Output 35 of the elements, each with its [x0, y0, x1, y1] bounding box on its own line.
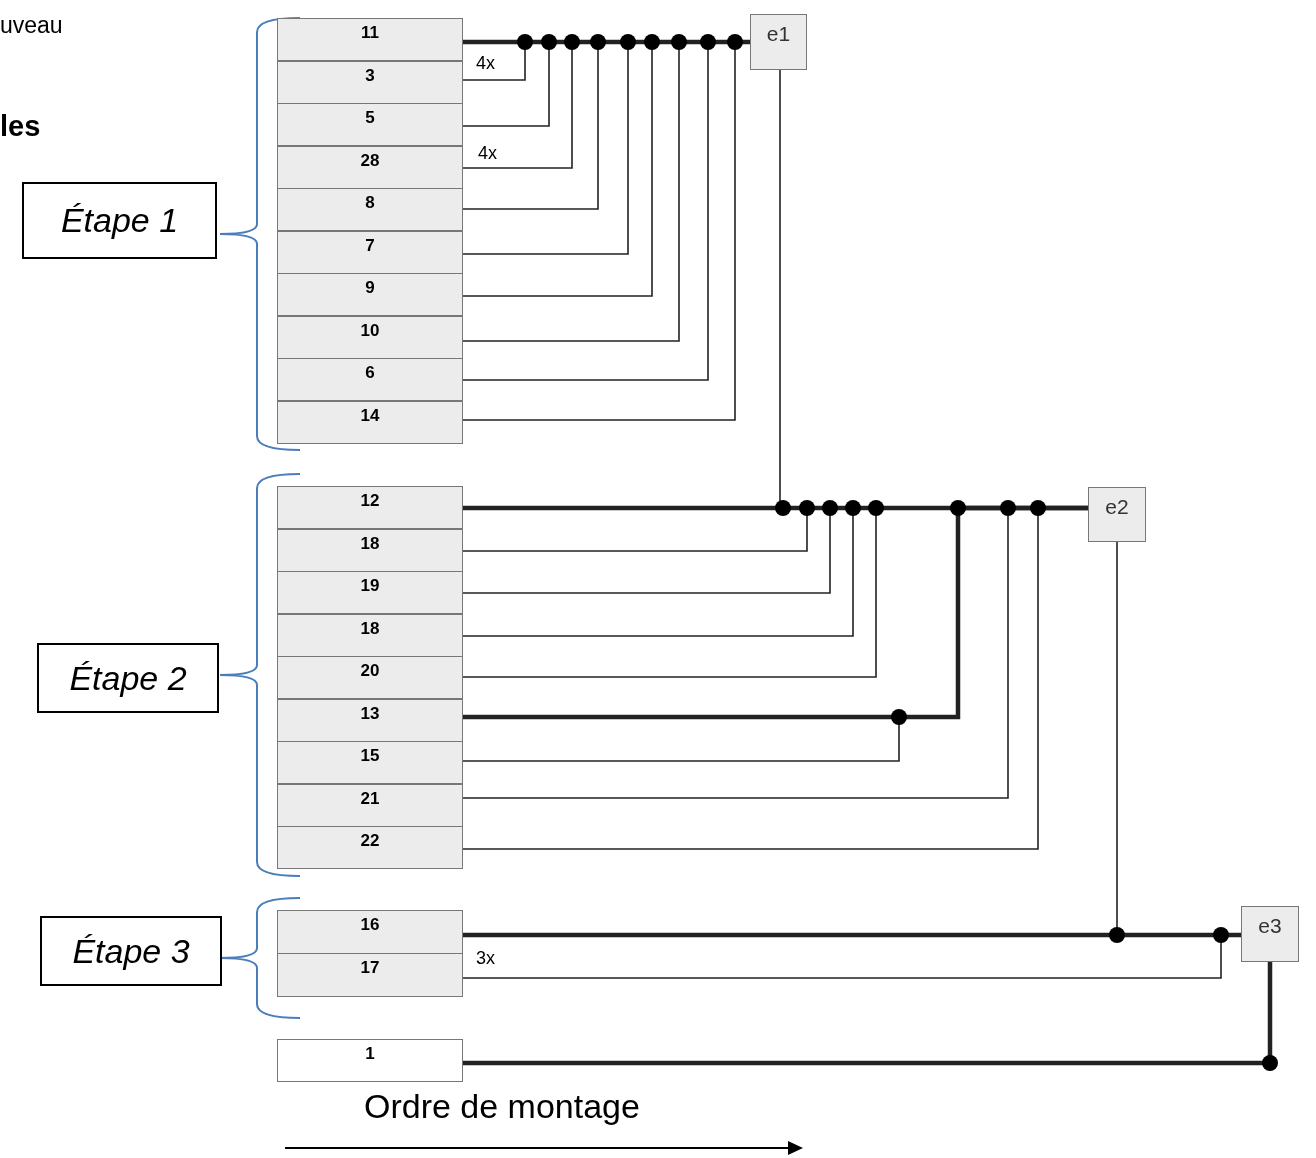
part-box: 7 [277, 230, 463, 274]
part-box: 3 [277, 60, 463, 104]
text-fragment: uveau [0, 12, 63, 39]
part-box: 18 [277, 613, 463, 657]
part-box: 19 [277, 571, 463, 614]
part-box: 5 [277, 103, 463, 146]
connector-line [463, 505, 1088, 720]
connector-line [463, 962, 1273, 1066]
part-box: 22 [277, 826, 463, 869]
part-box: 17 [277, 953, 463, 997]
assembly-box: e2 [1088, 487, 1146, 542]
part-box: 1 [277, 1039, 463, 1082]
text-fragment: les [0, 110, 41, 143]
part-box: 6 [277, 358, 463, 401]
part-box: 10 [277, 315, 463, 359]
part-box: 28 [277, 145, 463, 189]
part-box: 16 [277, 910, 463, 954]
part-box: 21 [277, 783, 463, 827]
part-box: 12 [277, 486, 463, 529]
stage-box: Étape 1 [22, 182, 217, 259]
connector-line [463, 932, 1241, 938]
part-box: 14 [277, 400, 463, 444]
part-box: 18 [277, 528, 463, 572]
part-box: 8 [277, 188, 463, 231]
assembly-box: e1 [750, 14, 807, 70]
connector-line [463, 39, 750, 45]
stage-box: Étape 3 [40, 916, 222, 986]
stage-box: Étape 2 [37, 643, 219, 713]
part-box: 20 [277, 656, 463, 699]
part-box: 11 [277, 18, 463, 61]
part-box: 9 [277, 273, 463, 316]
part-box: 13 [277, 698, 463, 742]
assembly-box: e3 [1241, 906, 1299, 962]
axis-caption: Ordre de montage [364, 1087, 640, 1126]
part-box: 15 [277, 741, 463, 784]
